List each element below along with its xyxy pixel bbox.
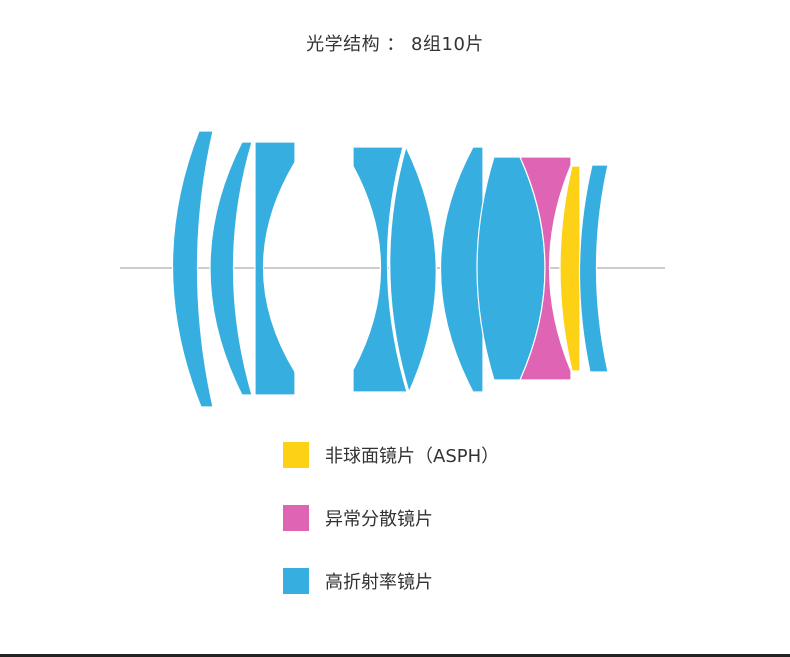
lens-element-2: [209, 141, 253, 396]
legend-item-high-refractive: 高折射率镜片: [283, 566, 433, 596]
bottom-divider: [0, 654, 790, 657]
legend-item-aspherical: 非球面镜片（ASPH）: [283, 440, 499, 470]
legend-item-ed: 异常分散镜片: [283, 503, 433, 533]
lens-element-6: [440, 146, 484, 393]
lens-element-8-ed: [519, 156, 572, 381]
legend-label-aspherical: 非球面镜片（ASPH）: [325, 446, 500, 467]
lens-element-9-asph: [559, 165, 581, 372]
legend-label-high-refractive: 高折射率镜片: [325, 572, 433, 593]
page-title: 光学结构 ： 8组10片: [306, 34, 484, 55]
legend-label-ed: 异常分散镜片: [325, 509, 433, 530]
lens-element-4: [352, 146, 408, 393]
legend-swatch-aspherical: [283, 442, 309, 468]
lens-structure-diagram: [120, 130, 665, 408]
lens-element-3: [254, 141, 296, 396]
legend-swatch-ed: [283, 505, 309, 531]
lens-element-10: [578, 164, 609, 373]
lens-element-5: [389, 145, 437, 394]
lens-element-1: [171, 130, 214, 408]
legend-swatch-high-refractive: [283, 568, 309, 594]
